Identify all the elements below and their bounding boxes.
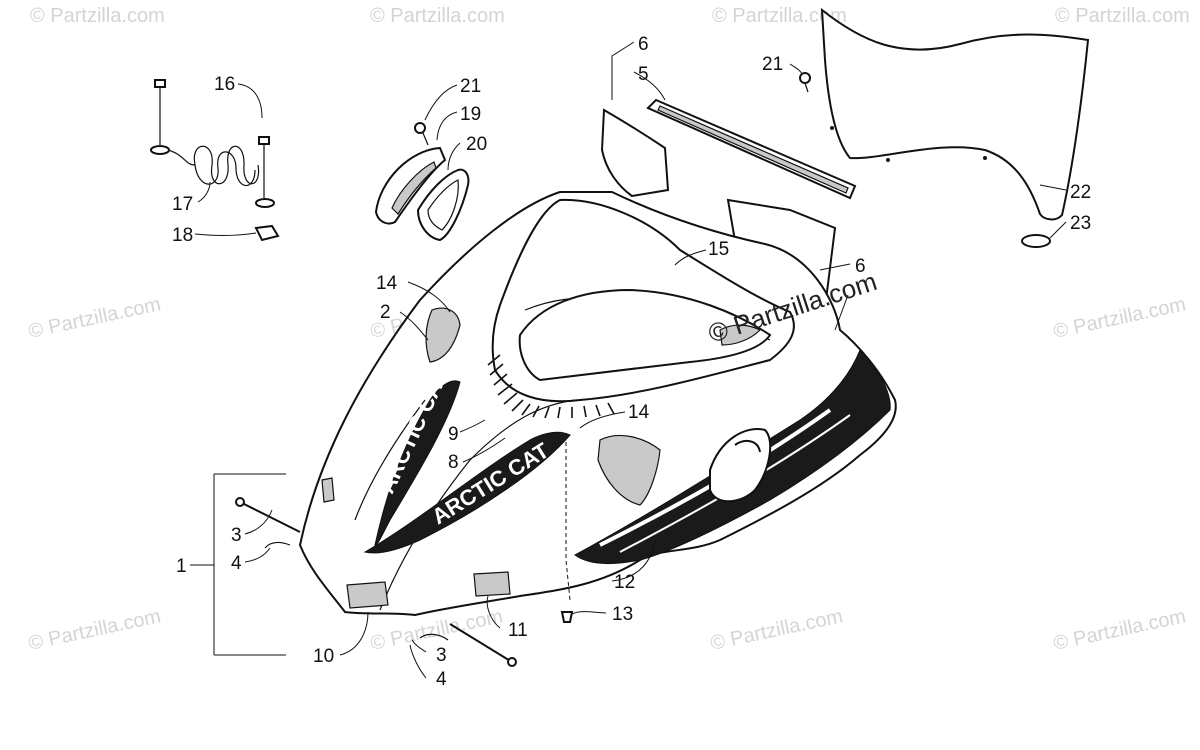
callout-14: 14 bbox=[628, 402, 650, 423]
callout-9: 9 bbox=[448, 424, 459, 445]
watermark: © Partzilla.com bbox=[26, 293, 162, 343]
callout-17: 17 bbox=[172, 194, 193, 215]
watermark: © Partzilla.com bbox=[1055, 5, 1190, 27]
watermark: © Partzilla.com bbox=[1051, 293, 1187, 343]
callout-1: 1 bbox=[176, 556, 187, 577]
spoiler-strip-part bbox=[646, 98, 857, 200]
callout-15: 15 bbox=[708, 239, 729, 260]
callout-19: 19 bbox=[460, 104, 481, 125]
windshield-part bbox=[820, 7, 1090, 221]
callout-21: 21 bbox=[762, 54, 783, 75]
callout-11: 11 bbox=[508, 620, 528, 641]
callout-20: 20 bbox=[466, 134, 487, 155]
callout-18: 18 bbox=[172, 225, 193, 246]
watermark: © Partzilla.com bbox=[708, 605, 844, 655]
callout-21: 21 bbox=[460, 76, 481, 97]
callout-5: 5 bbox=[638, 64, 649, 85]
watermark: © Partzilla.com bbox=[712, 5, 847, 27]
leader-lines bbox=[190, 41, 1067, 679]
windshield-screw-part bbox=[799, 72, 811, 93]
callout-6: 6 bbox=[855, 256, 866, 277]
watermark: © Partzilla.com bbox=[370, 5, 505, 27]
callout-12: 12 bbox=[614, 572, 635, 593]
callout-3: 3 bbox=[436, 645, 447, 666]
vent-cover-part bbox=[374, 122, 470, 242]
callout-4: 4 bbox=[436, 669, 447, 690]
watermark: © Partzilla.com bbox=[30, 5, 165, 27]
callout-22: 22 bbox=[1070, 182, 1091, 203]
callout-14: 14 bbox=[376, 273, 398, 294]
callout-16: 16 bbox=[214, 74, 235, 95]
callout-8: 8 bbox=[448, 452, 459, 473]
callout-4: 4 bbox=[231, 553, 242, 574]
headlight-slats bbox=[487, 354, 615, 419]
callout-23: 23 bbox=[1070, 213, 1091, 234]
callout-2: 2 bbox=[380, 302, 391, 323]
tether-cord-part bbox=[150, 79, 280, 242]
callout-3: 3 bbox=[231, 525, 242, 546]
callout-10: 10 bbox=[313, 646, 334, 667]
callout-13: 13 bbox=[612, 604, 633, 625]
vent-mesh-part bbox=[425, 307, 762, 506]
watermark: © Partzilla.com bbox=[1051, 605, 1187, 655]
grommet-part bbox=[1021, 234, 1051, 248]
callout-6: 6 bbox=[638, 34, 649, 55]
callout-labels: 1 2 3 3 4 4 5 6 6 8 9 10 11 12 13 14 14 … bbox=[172, 34, 1091, 690]
watermark: © Partzilla.com bbox=[26, 605, 162, 655]
retaining-pin-part bbox=[235, 497, 574, 667]
side-graphic-part bbox=[574, 349, 891, 565]
